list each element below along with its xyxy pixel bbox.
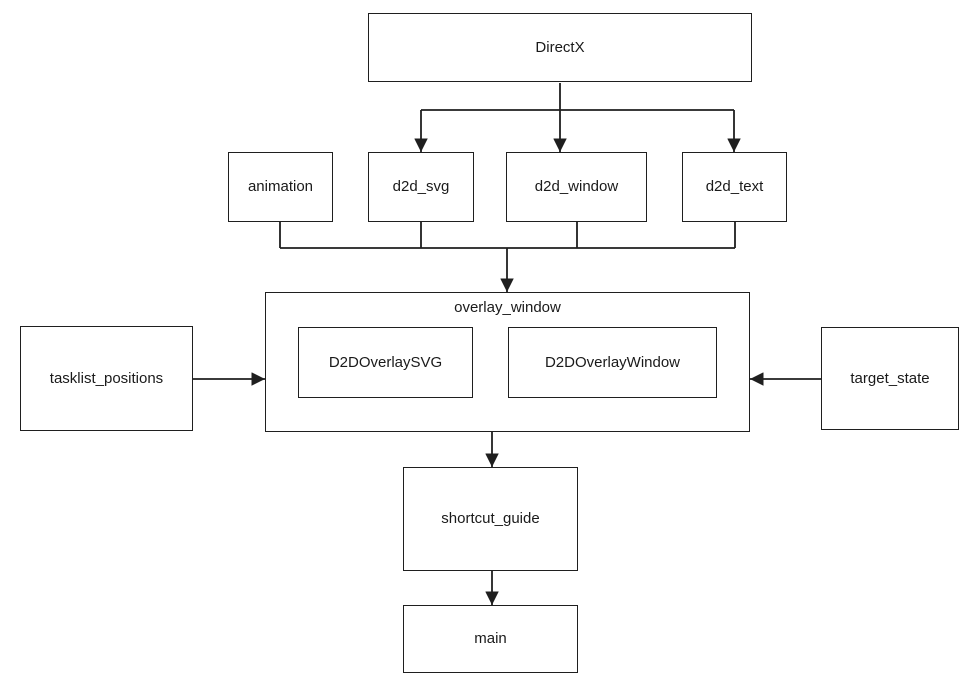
node-d2d-text-label: d2d_text <box>705 178 764 195</box>
node-target-state: target_state <box>821 327 959 430</box>
node-d2d-window: d2d_window <box>506 152 647 222</box>
node-shortcut-guide: shortcut_guide <box>403 467 578 571</box>
node-d2d-svg: d2d_svg <box>368 152 474 222</box>
node-d2doverlaywindow: D2DOverlayWindow <box>508 327 717 398</box>
node-d2d-svg-label: d2d_svg <box>392 178 450 195</box>
node-main-label: main <box>474 630 507 647</box>
node-main: main <box>403 605 578 673</box>
node-animation-label: animation <box>247 178 314 195</box>
node-animation: animation <box>228 152 333 222</box>
node-directx-label: DirectX <box>535 38 585 56</box>
node-tasklist-positions: tasklist_positions <box>20 326 193 431</box>
node-tasklist-positions-label: tasklist_positions <box>49 369 164 387</box>
node-d2doverlaysvg: D2DOverlaySVG <box>298 327 473 398</box>
node-overlay-window-label: overlay_window <box>454 299 561 316</box>
node-directx: DirectX <box>368 13 752 82</box>
node-d2d-text: d2d_text <box>682 152 787 222</box>
node-target-state-label: target_state <box>850 369 930 387</box>
node-d2doverlaywindow-label: D2DOverlayWindow <box>544 353 681 371</box>
node-d2doverlaysvg-label: D2DOverlaySVG <box>328 353 443 371</box>
node-shortcut-guide-label: shortcut_guide <box>441 510 540 527</box>
wire-merge-bus <box>279 222 736 249</box>
wire-directx-bus <box>421 83 734 111</box>
node-d2d-window-label: d2d_window <box>534 178 619 195</box>
